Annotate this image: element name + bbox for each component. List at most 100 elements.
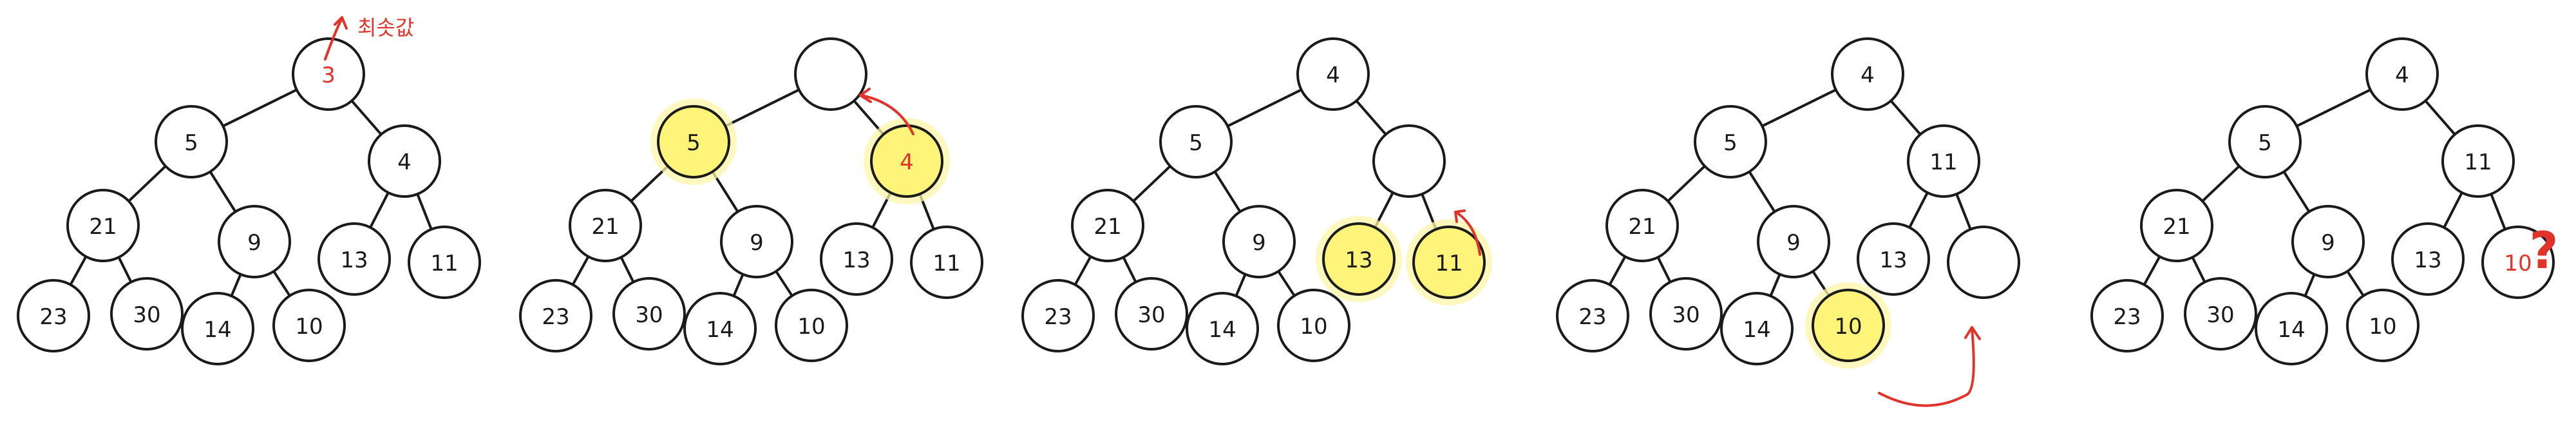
swap-arrow-icon (859, 88, 914, 135)
tree-node-ll: 21 (66, 189, 140, 262)
node-label: 11 (2464, 149, 2492, 175)
node-circle (2291, 205, 2365, 278)
tree-node-l: 5 (1159, 105, 1233, 178)
tree-edge (1769, 273, 1781, 298)
node-circle (1159, 105, 1233, 178)
node-circle (1831, 37, 1904, 111)
node-label: 21 (89, 214, 117, 240)
node-circle (181, 292, 254, 365)
node-circle (569, 189, 642, 262)
tree-edge (1122, 256, 1137, 284)
tree-edge (620, 256, 635, 284)
node-circle (2346, 289, 2420, 362)
node-label: 10 (797, 314, 825, 340)
node-circle (1322, 222, 1396, 296)
node-label: 13 (1879, 247, 1907, 273)
node-circle (1812, 289, 1885, 362)
tree-node-lr: 9 (720, 205, 793, 278)
node-circle (683, 292, 757, 365)
tree-node-llr: 30 (110, 277, 184, 351)
node-circle (2255, 292, 2328, 365)
tree-edge (1226, 88, 1303, 128)
node-circle (1694, 105, 1767, 178)
annotation-swap-arrow-p3 (1454, 209, 1481, 256)
tree-node-root: 4 (1296, 37, 1370, 111)
tree-node-l: 5 (1694, 105, 1767, 178)
tree-node-rl: 13 (2391, 222, 2465, 296)
node-label: 21 (1094, 214, 1121, 240)
node-label: 5 (1723, 130, 1738, 156)
tree-edge (2490, 193, 2506, 231)
tree-node-llr: 30 (1115, 277, 1188, 351)
tree-edge (117, 256, 133, 284)
tree-node-lrr: 10 (775, 289, 848, 362)
node-label: 30 (1137, 302, 1165, 328)
tree-node-root (794, 37, 867, 111)
tree-node-lr: 9 (218, 205, 291, 278)
tree-node-ll: 21 (1605, 189, 1679, 262)
node-circle (775, 289, 848, 362)
tree-edge (1213, 170, 1242, 213)
node-label: 13 (2414, 247, 2441, 273)
node-circle (1857, 222, 1930, 296)
node-label: 9 (247, 230, 261, 256)
node-label: 11 (1435, 251, 1463, 276)
tree-edge (571, 255, 590, 286)
node-circle (1605, 189, 1679, 262)
node-label: 23 (2113, 304, 2141, 330)
node-label: 9 (1252, 230, 1266, 256)
tree-edge (732, 273, 744, 298)
tree-edge (1608, 255, 1627, 286)
tree-node-rl: 13 (1316, 216, 1402, 302)
node-label: 10 (1834, 314, 1862, 340)
node-circle (1412, 226, 1486, 299)
node-circle (1720, 292, 1794, 365)
tree-edge (69, 255, 88, 286)
tree-edge (2304, 273, 2316, 298)
node-circle (870, 124, 943, 198)
tree-edge (272, 270, 291, 297)
tree-edge (1761, 88, 1837, 128)
node-circle (2140, 189, 2213, 262)
node-label: 4 (397, 149, 412, 175)
node-circle (1021, 279, 1095, 352)
tree-node-lrl: 14 (181, 292, 254, 365)
tree-node-rr: 11 (1406, 219, 1492, 305)
node-circle (1186, 292, 1259, 365)
tree-node-lll: 23 (519, 279, 592, 352)
node-circle (110, 277, 184, 351)
node-label: 5 (1189, 130, 1203, 156)
tree-edge (2295, 88, 2372, 128)
tree-edge (1889, 99, 1922, 136)
annotation-min-value: 최솟값 (324, 15, 414, 61)
node-label: 9 (2321, 230, 2335, 256)
node-circle (820, 222, 893, 296)
node-label: 11 (430, 251, 458, 276)
node-circle (1372, 124, 1446, 198)
node-label: 23 (39, 304, 67, 330)
node-label: 30 (1672, 302, 1700, 328)
node-circle (910, 226, 983, 299)
node-label: 13 (842, 247, 870, 273)
tree-node-r (1372, 124, 1446, 198)
node-circle (1296, 37, 1370, 111)
tree-node-lrl: 14 (683, 292, 757, 365)
tree-node-rr: 11 (910, 226, 983, 299)
tree-edge (2143, 255, 2161, 286)
tree-node-ll: 21 (1071, 189, 1144, 262)
node-label: 23 (1578, 304, 1606, 330)
tree-node-lrr: 10 (1805, 282, 1891, 369)
tree-node-root: 3 (292, 37, 365, 111)
question-mark: ? (2529, 222, 2558, 280)
node-label: 21 (1628, 214, 1656, 240)
tree-edge (2201, 164, 2241, 203)
node-circle (17, 279, 90, 352)
tree-node-lll: 23 (1556, 279, 1629, 352)
tree-node-r: 4 (368, 124, 441, 198)
node-label: 11 (933, 251, 960, 276)
node-label: 14 (1208, 317, 1236, 343)
node-circle (1071, 189, 1144, 262)
node-label: 23 (1044, 304, 1072, 330)
